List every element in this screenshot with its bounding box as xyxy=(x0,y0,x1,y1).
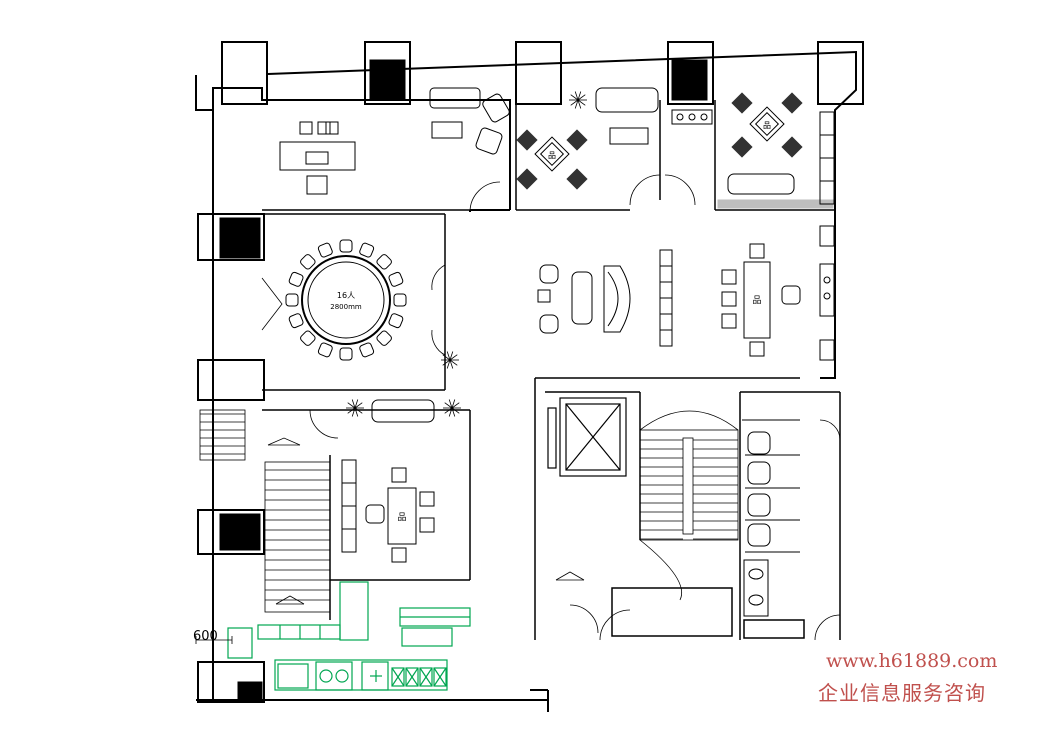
round-table-chair xyxy=(285,293,299,307)
stairs-left xyxy=(199,409,331,613)
dining-table-right xyxy=(721,225,835,361)
round-table-chair xyxy=(393,293,407,307)
kitchen-cell-line xyxy=(433,667,447,687)
table-diameter-label: 2800mm xyxy=(330,303,362,311)
kitchen-cell-line xyxy=(391,667,405,687)
plant-symbol xyxy=(346,399,364,417)
direction-arrows xyxy=(261,277,585,605)
round-table-chair xyxy=(300,254,316,270)
watermark-company: 企业信息服务咨询 xyxy=(818,681,986,705)
round-table-chair xyxy=(376,254,392,270)
round-table-chair xyxy=(388,313,404,329)
banquet-table xyxy=(285,239,407,361)
plant-symbol xyxy=(443,399,461,417)
door-swings xyxy=(309,174,841,641)
vip-room-right xyxy=(671,92,835,209)
table-seats-label: 16人 xyxy=(337,291,355,300)
office-room xyxy=(279,87,510,195)
dimension-label: 600 xyxy=(193,629,218,644)
interior-walls xyxy=(262,100,841,640)
outer-walls xyxy=(195,50,857,712)
round-table-chair xyxy=(359,342,375,358)
plant-symbol xyxy=(441,351,459,369)
restroom xyxy=(742,419,805,639)
nameplate-vip-right: 品 xyxy=(763,121,771,130)
plant-symbols xyxy=(346,91,587,417)
plant-symbol xyxy=(569,91,587,109)
nameplate-right: 品 xyxy=(752,295,761,306)
round-table-chair xyxy=(359,242,375,258)
nameplate-vip-mid: 品 xyxy=(548,151,556,160)
kitchen-cell-line xyxy=(405,667,419,687)
stairwell-center xyxy=(611,410,739,637)
round-table-chair xyxy=(288,271,304,287)
round-table-chair xyxy=(300,330,316,346)
round-table-chair xyxy=(388,271,404,287)
kitchen-cell xyxy=(391,667,405,687)
kitchen-cell-line xyxy=(419,667,433,687)
round-table-chairs xyxy=(285,239,407,361)
round-table-chair xyxy=(317,242,333,258)
dimension-mark xyxy=(195,636,233,644)
round-table-chair xyxy=(339,239,353,253)
kitchen-cell xyxy=(433,667,447,687)
kitchen-cell xyxy=(405,667,419,687)
dining-room-lower xyxy=(341,399,435,563)
nameplate-lower: 品 xyxy=(397,512,406,523)
round-table-chair xyxy=(339,347,353,361)
lounge-area xyxy=(537,249,673,347)
round-table-chair xyxy=(317,342,333,358)
structural-columns xyxy=(197,41,864,703)
round-table-chair xyxy=(376,330,392,346)
elevator xyxy=(547,397,627,477)
watermark-url: www.h61889.com xyxy=(826,650,998,672)
round-table-chair xyxy=(288,313,304,329)
kitchen-cell xyxy=(419,667,433,687)
kitchen xyxy=(227,581,471,691)
vip-room-middle xyxy=(516,87,659,190)
